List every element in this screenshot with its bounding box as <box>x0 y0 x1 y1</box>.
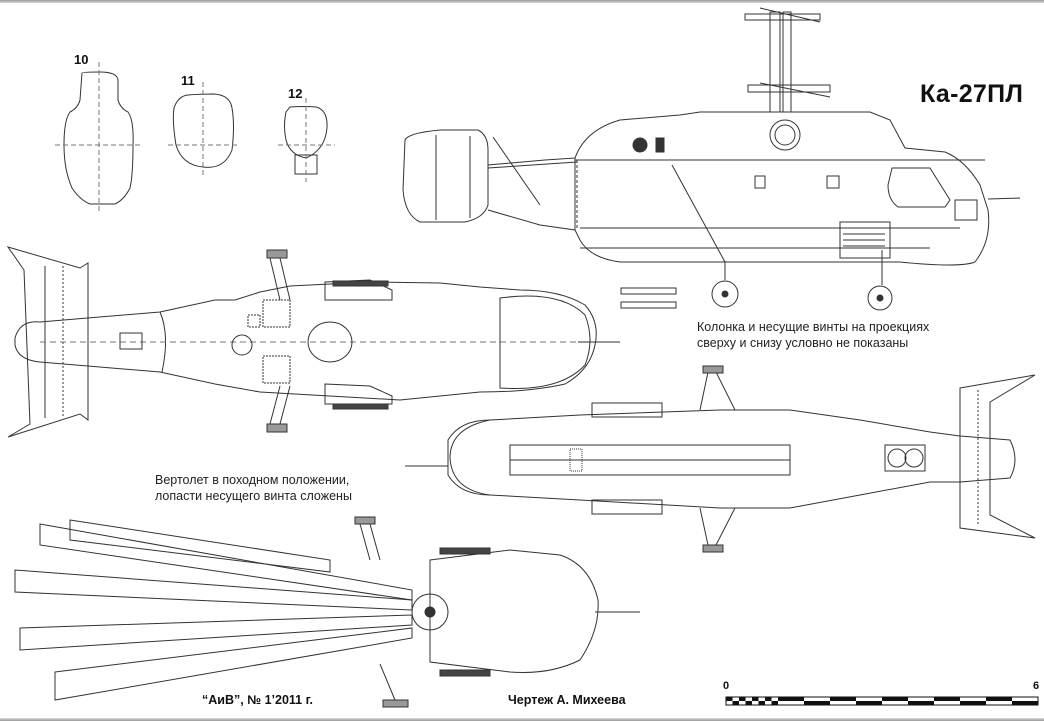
main-gear-strut <box>671 164 726 263</box>
cross-section-10 <box>55 62 140 212</box>
side-view <box>402 7 1021 311</box>
scale-bar-check <box>752 697 759 701</box>
cross-section-11 <box>168 82 238 176</box>
aircraft-title: Ка-27ПЛ <box>920 80 1024 108</box>
cross-section-12 <box>278 98 335 182</box>
author-caption: Чертеж А. Михеева <box>508 693 626 707</box>
folded-view <box>14 516 640 708</box>
scale-bar-check <box>771 701 778 705</box>
top-border <box>0 0 1044 3</box>
scale-bar-segment <box>960 701 986 705</box>
section-label-10: 10 <box>74 52 89 67</box>
scale-bar-check <box>726 697 733 701</box>
scale-bar-segment <box>856 701 882 705</box>
projection-note: Колонка и несущие винты на проекциях све… <box>697 319 929 351</box>
bottom-view <box>405 365 1036 553</box>
top-view <box>6 246 620 438</box>
main-wheel <box>711 280 739 308</box>
scale-bar-segment <box>778 697 804 701</box>
source-caption: “АиВ”, № 1’2011 г. <box>202 693 314 707</box>
folded-note: Вертолет в походном положении, лопасти н… <box>155 472 352 504</box>
scale-bar-check <box>732 701 739 705</box>
section-label-12: 12 <box>288 86 303 101</box>
scale-bar-check <box>758 701 765 705</box>
scale-bar-segment <box>934 697 960 701</box>
section-label-11: 11 <box>181 73 195 88</box>
scale-bar-segment <box>830 697 856 701</box>
scale-bar <box>725 696 1039 706</box>
projection-note-line-1: Колонка и несущие винты на проекциях <box>697 320 930 334</box>
fuselage <box>574 111 990 266</box>
tail-fin <box>402 129 489 223</box>
scale-bar-segment <box>882 697 908 701</box>
folded-note-line-2: лопасти несущего винта сложены <box>155 489 352 503</box>
nose-wheel <box>867 285 893 311</box>
scale-bar-segment <box>908 701 934 705</box>
scale-bar-check <box>765 697 772 701</box>
projection-note-line-2: сверху и снизу условно не показаны <box>697 336 909 350</box>
tail-boom <box>487 157 576 231</box>
cockpit-window <box>887 167 951 208</box>
rotor-mast <box>744 7 831 113</box>
scale-bar-segment <box>986 697 1012 701</box>
scale-bar-segment <box>804 701 830 705</box>
folded-blades <box>14 519 413 701</box>
scale-bar-check <box>739 697 746 701</box>
folded-note-line-1: Вертолет в походном положении, <box>155 473 350 487</box>
scale-bar-check <box>745 701 752 705</box>
engine-intake <box>769 119 801 151</box>
scale-bar-segment <box>1012 701 1038 705</box>
bottom-border <box>0 718 1044 721</box>
scale-end-label: 6 <box>1033 680 1040 692</box>
scale-start-label: 0 <box>723 680 730 692</box>
